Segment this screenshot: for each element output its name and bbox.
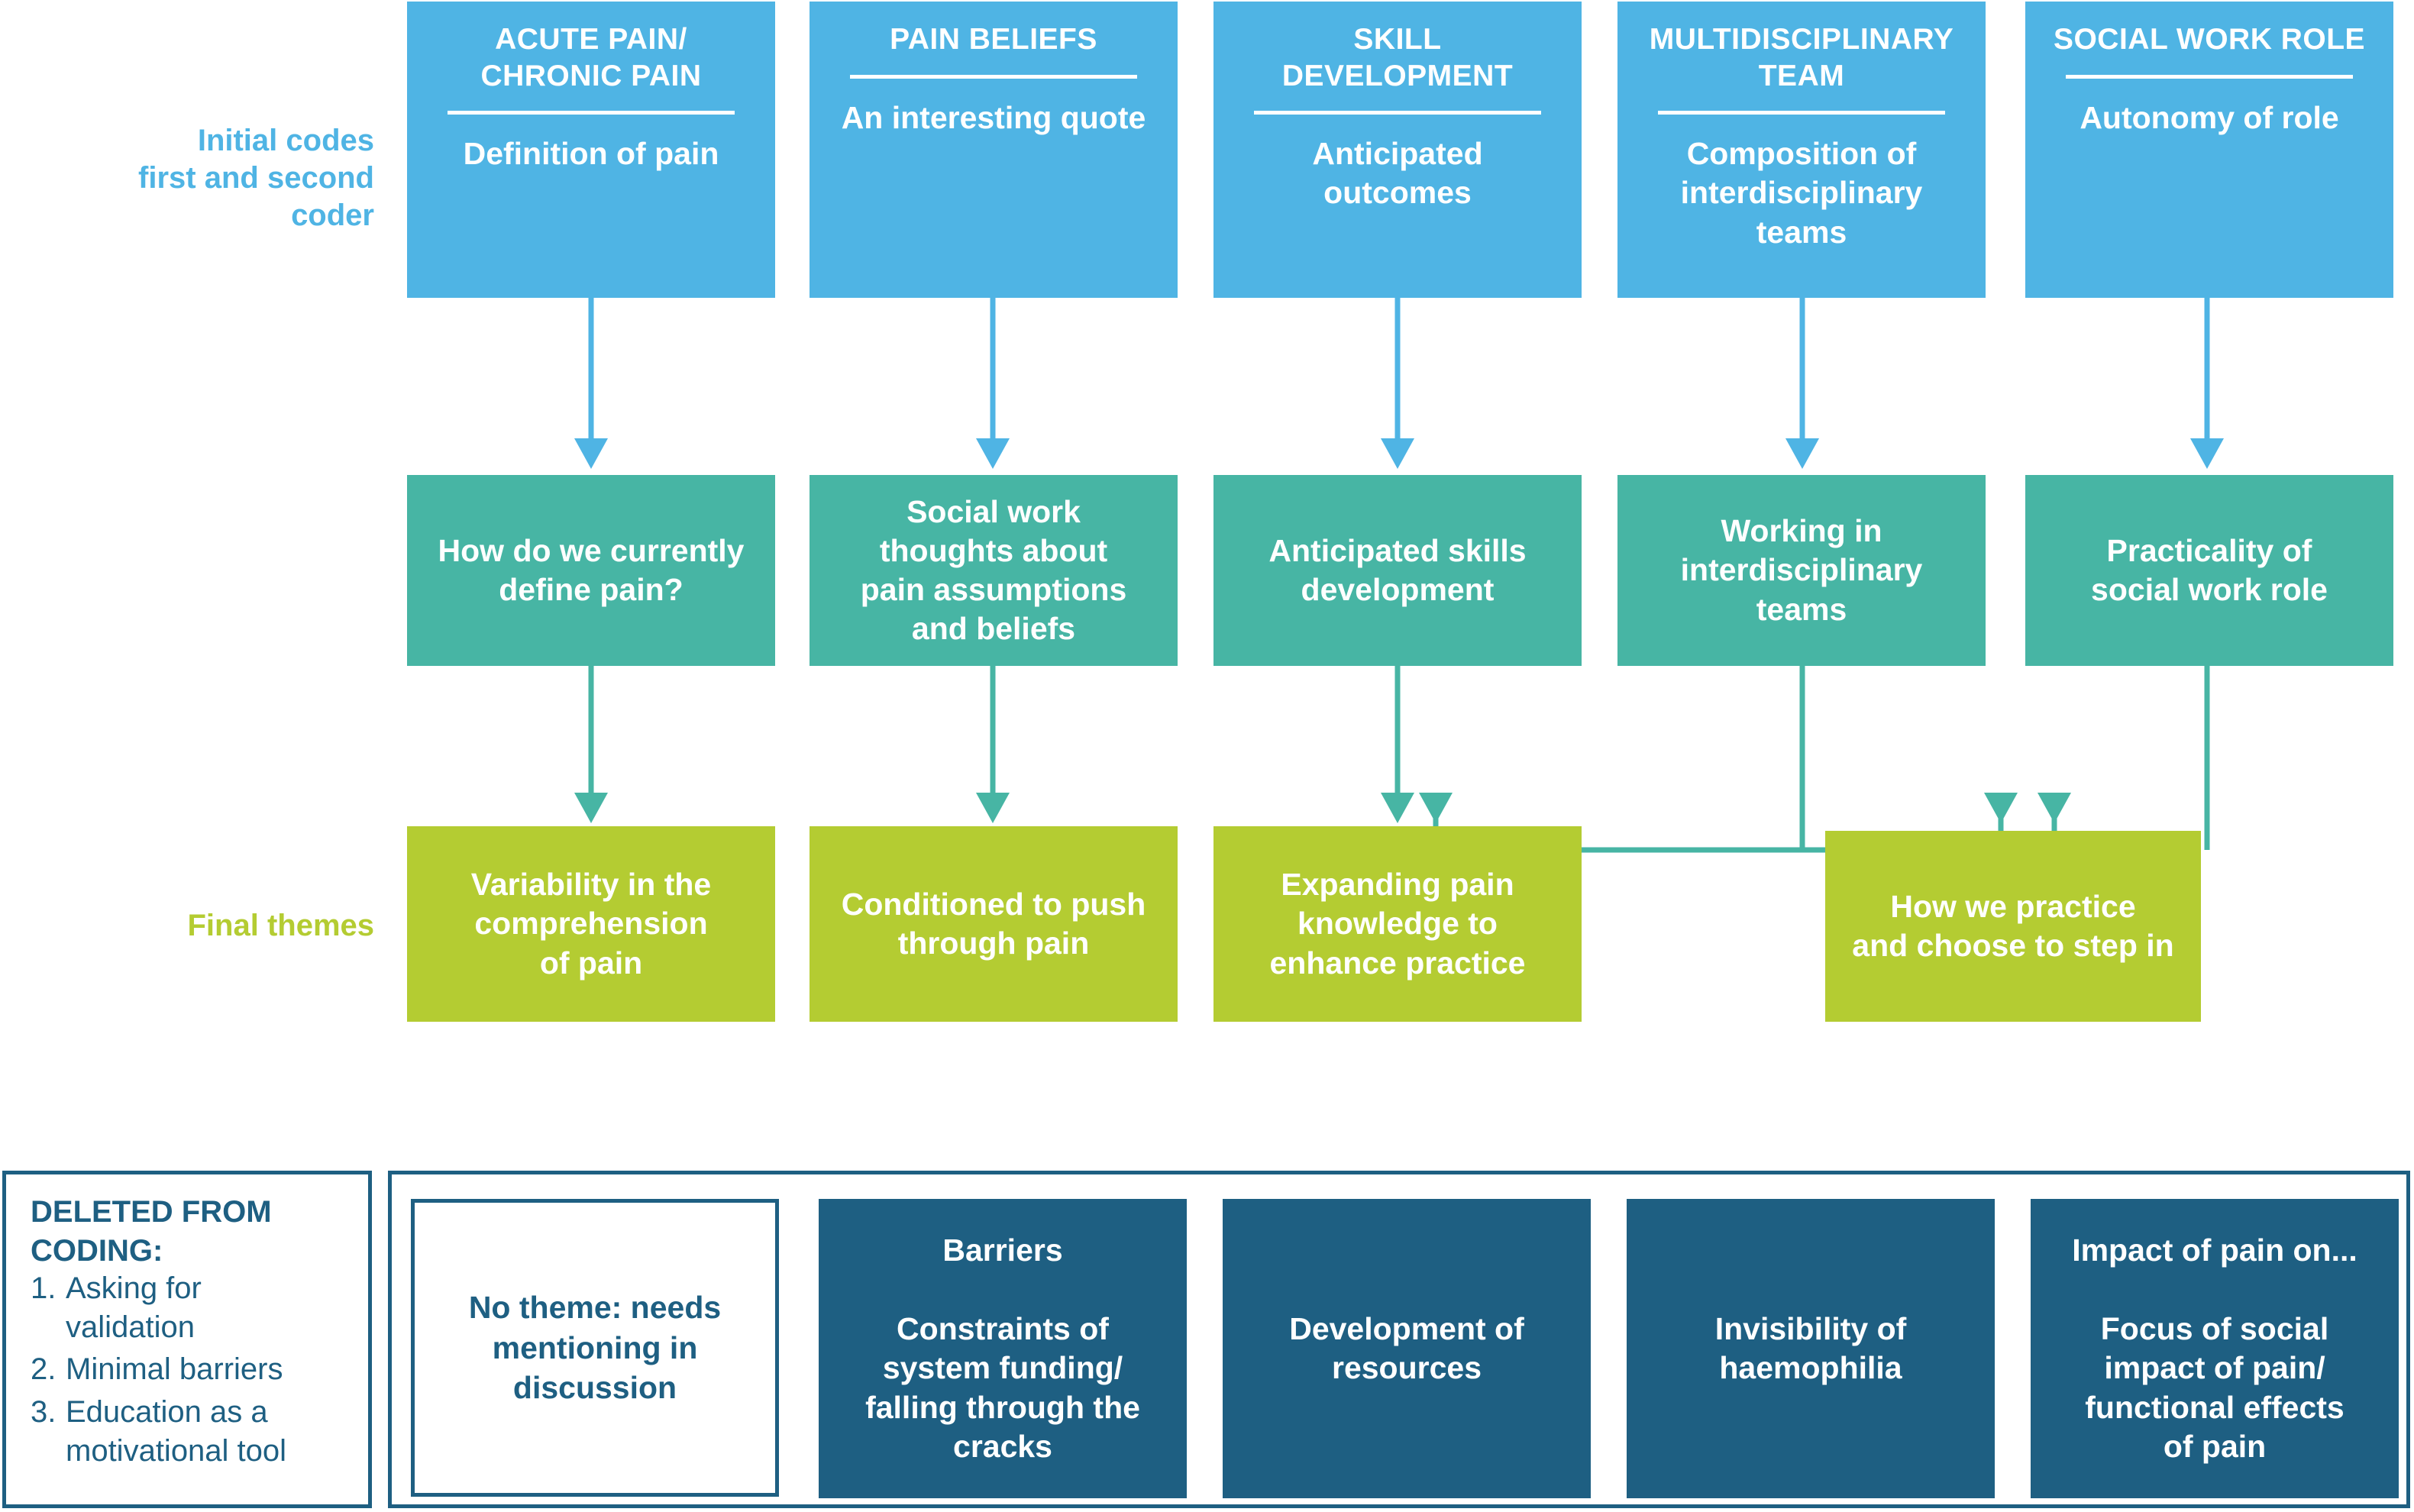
initial-code-box-5[interactable]: SOCIAL WORK ROLE Autonomy of role — [2025, 2, 2393, 298]
bottom-box-title: Barriers — [942, 1232, 1063, 1268]
initial-code-title: ACUTE PAIN/CHRONIC PAIN — [480, 23, 702, 92]
deleted-from-coding-panel — [2, 1171, 372, 1508]
divider-rule — [1254, 111, 1541, 115]
list-item: 2. Minimal barriers — [31, 1350, 359, 1389]
list-item-number: 1. — [31, 1271, 57, 1305]
divider-rule — [2066, 74, 2353, 79]
initial-code-box-2[interactable]: PAIN BELIEFS An interesting quote — [810, 2, 1178, 298]
list-item-number: 2. — [31, 1352, 57, 1387]
initial-code-box-1[interactable]: ACUTE PAIN/CHRONIC PAIN Definition of pa… — [407, 2, 775, 298]
divider-rule — [850, 74, 1137, 79]
bottom-box-title: Impact of pain on... — [2072, 1232, 2357, 1268]
divider-rule — [1658, 111, 1945, 115]
row-label-initial-codes: Initial codes first and second coder — [92, 122, 374, 234]
initial-code-title: PAIN BELIEFS — [890, 23, 1097, 56]
row-label-initial-codes-line1: Initial codes — [197, 124, 374, 157]
list-item-number: 3. — [31, 1394, 57, 1429]
divider-rule — [448, 111, 735, 115]
list-item-text: Minimal barriers — [66, 1352, 283, 1387]
initial-code-title: SOCIAL WORK ROLE — [2053, 23, 2366, 56]
row-label-initial-codes-line2: first and second coder — [138, 160, 374, 232]
row-label-final-themes: Final themes — [92, 907, 374, 945]
initial-code-subtitle: Definition of pain — [463, 136, 719, 172]
initial-code-subtitle: An interesting quote — [841, 99, 1146, 135]
initial-code-subtitle: Autonomy of role — [2080, 99, 2339, 135]
row-label-final-themes-line1: Final themes — [187, 909, 374, 942]
